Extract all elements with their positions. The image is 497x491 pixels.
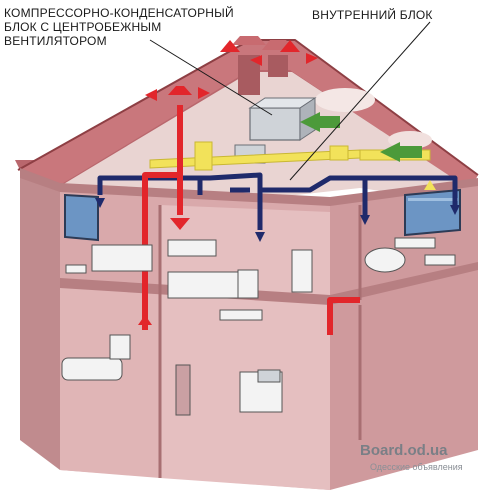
outdoor-unit-label-line3: ВЕНТИЛЯТОРОМ xyxy=(4,34,107,48)
outdoor-unit-label-line1: КОМПРЕССОРНО-КОНДЕНСАТОРНЫЙ xyxy=(4,6,234,20)
kitchen xyxy=(167,239,313,321)
watermark-tagline: Одесские объявления xyxy=(370,462,463,472)
exhaust-pipe xyxy=(142,105,360,335)
distribution-pipes xyxy=(97,172,458,230)
boiler-room xyxy=(175,364,283,416)
watermark-site: Board.od.ua xyxy=(360,442,448,459)
indoor-unit-label: ВНУТРЕННИЙ БЛОК xyxy=(312,8,433,22)
outdoor-unit-label-line2: БЛОК С ЦЕНТРОБЕЖНЫМ xyxy=(4,20,162,34)
living-room xyxy=(364,237,456,273)
airflow-arrows xyxy=(95,40,460,325)
outdoor-unit-label: КОМПРЕССОРНО-КОНДЕНСАТОРНЫЙ БЛОК С ЦЕНТР… xyxy=(4,6,234,48)
exhaust-cap xyxy=(168,86,192,95)
bedroom xyxy=(65,244,153,274)
chimneys xyxy=(232,36,294,95)
bathroom xyxy=(61,334,131,381)
windows xyxy=(64,188,461,242)
indoor-unit xyxy=(248,97,317,141)
